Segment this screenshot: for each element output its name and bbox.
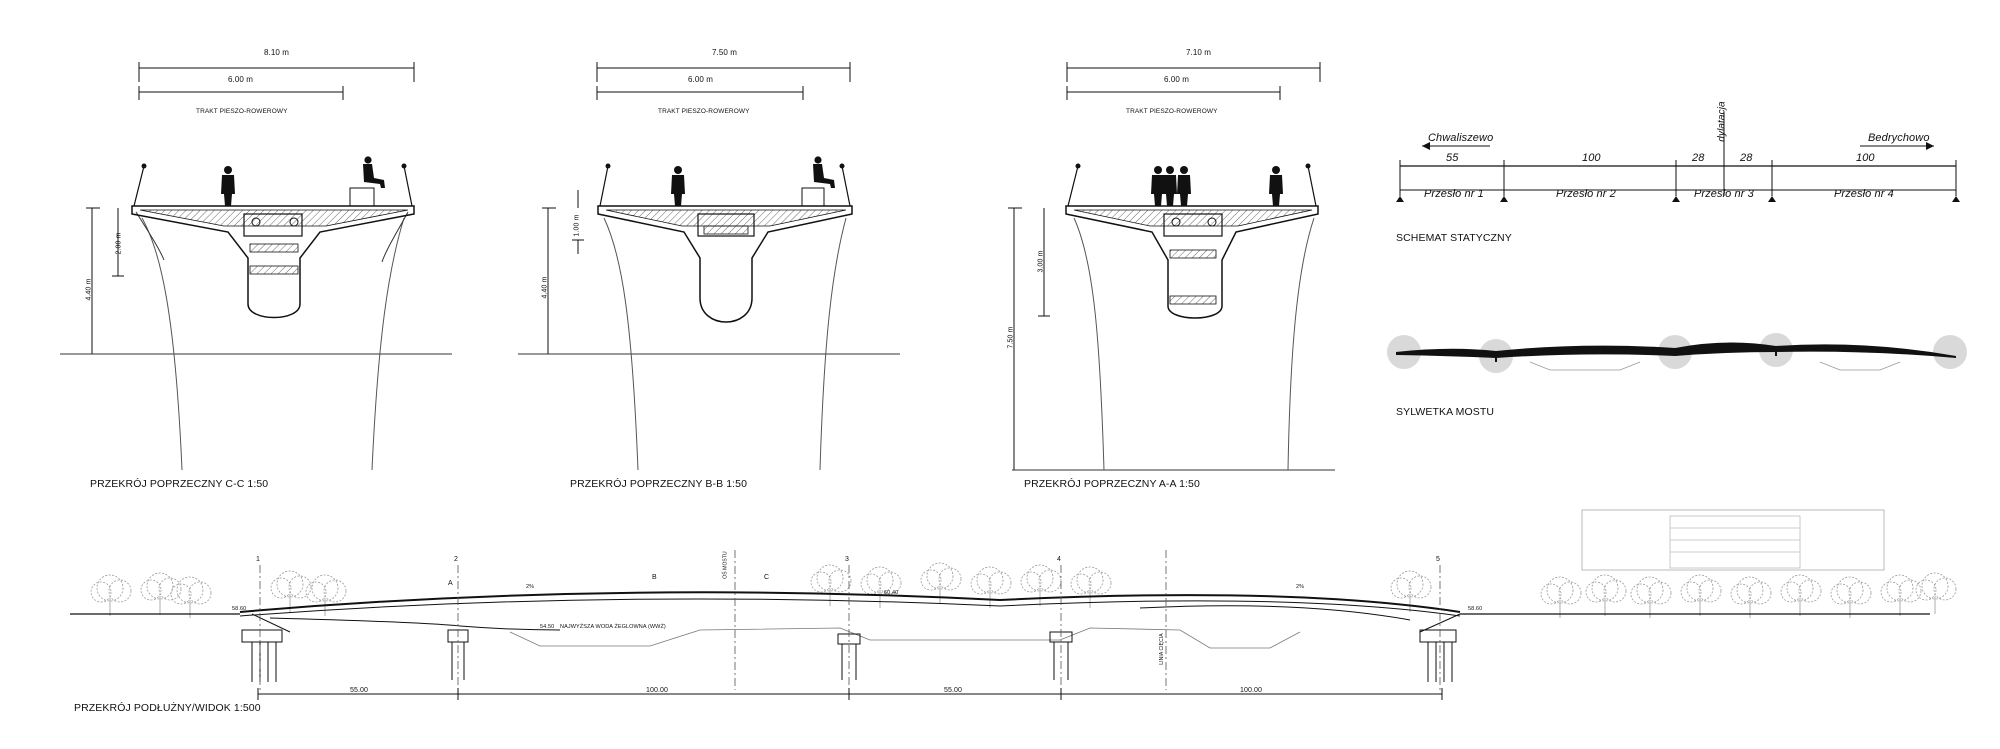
cross-section-bb <box>518 62 900 471</box>
slope-right: 2% <box>1296 584 1305 590</box>
cc-path-width: 6.00 m <box>228 75 254 84</box>
bb-height-large: 4.40 m <box>541 276 549 299</box>
scheme-right-place: Bedrychowo <box>1868 132 1930 144</box>
scheme-expansion-joint: dylatacja <box>1716 101 1728 142</box>
span-dim-4: 100.00 <box>1240 687 1263 694</box>
bb-path-width: 6.00 m <box>688 75 714 84</box>
axis-5-label: 5 <box>1436 556 1440 563</box>
bb-section-title: PRZEKRÓJ POPRZECZNY B-B 1:50 <box>570 478 748 490</box>
aa-path-width: 6.00 m <box>1164 75 1190 84</box>
cc-path-label: TRAKT PIESZO-ROWEROWY <box>196 108 288 115</box>
slope-left: 2% <box>526 584 535 590</box>
scheme-dim-4: 28 <box>1740 152 1753 164</box>
section-mark-c: C <box>764 574 770 581</box>
aa-path-label: TRAKT PIESZO-ROWEROWY <box>1126 108 1218 115</box>
scheme-title: SCHEMAT STATYCZNY <box>1396 232 1512 244</box>
span-dim-1: 55.00 <box>350 687 369 694</box>
mid-level-value: 60.40 <box>884 590 899 596</box>
span-dim-2: 100.00 <box>646 687 669 694</box>
right-level-value: 58.60 <box>1468 606 1483 612</box>
scheme-span-4: Przesło nr 4 <box>1834 188 1894 200</box>
longitudinal-section <box>70 509 1957 700</box>
scheme-span-1: Przesło nr 1 <box>1424 188 1484 200</box>
bridge-axis-label: OŚ MOSTU <box>722 551 729 579</box>
cc-total-width: 8.10 m <box>264 48 290 57</box>
aa-section-title: PRZEKRÓJ POPRZECZNY A-A 1:50 <box>1024 478 1200 490</box>
axis-3-label: 3 <box>845 556 849 563</box>
cross-section-aa <box>1008 62 1335 471</box>
scheme-left-place: Chwaliszewo <box>1428 132 1494 144</box>
cut-line-label: LINIA CIĘCIA <box>1158 633 1165 665</box>
aa-height-small: 3.00 m <box>1037 250 1045 273</box>
scheme-dim-3: 28 <box>1692 152 1705 164</box>
scheme-dim-2: 100 <box>1582 152 1601 164</box>
section-mark-b: B <box>652 574 657 581</box>
scheme-dim-5: 100 <box>1856 152 1875 164</box>
longitudinal-title: PRZEKRÓJ PODŁUŻNY/WIDOK 1:500 <box>74 702 261 714</box>
aa-height-large: 7.50 m <box>1007 326 1015 349</box>
cross-section-cc <box>60 62 452 471</box>
cc-height-large: 4.40 m <box>85 278 93 301</box>
cc-section-title: PRZEKRÓJ POPRZECZNY C-C 1:50 <box>90 478 269 490</box>
scheme-dim-1: 55 <box>1446 152 1459 164</box>
bb-path-label: TRAKT PIESZO-ROWEROWY <box>658 108 750 115</box>
water-level-value: 54.50 <box>540 624 555 630</box>
span-dim-3: 55.00 <box>944 687 963 694</box>
static-scheme <box>1396 112 1960 202</box>
bb-total-width: 7.50 m <box>712 48 738 57</box>
axis-4-label: 4 <box>1057 556 1061 563</box>
silhouette-title: SYLWETKA MOSTU <box>1396 406 1495 418</box>
axis-2-label: 2 <box>454 556 458 563</box>
bridge-silhouette <box>1387 333 1967 373</box>
bb-height-small: 1.00 m <box>573 214 581 237</box>
left-level-value: 58.60 <box>232 606 247 612</box>
scheme-span-3: Przesło nr 3 <box>1694 188 1754 200</box>
section-mark-a: A <box>448 580 453 587</box>
axis-1-label: 1 <box>256 556 260 563</box>
cc-height-small: 2.00 m <box>115 232 123 255</box>
scheme-span-2: Przesło nr 2 <box>1556 188 1616 200</box>
water-level-label: NAJWYŻSZA WODA ŻEGLOWNA (WWŻ) <box>560 624 666 630</box>
aa-total-width: 7.10 m <box>1186 48 1212 57</box>
